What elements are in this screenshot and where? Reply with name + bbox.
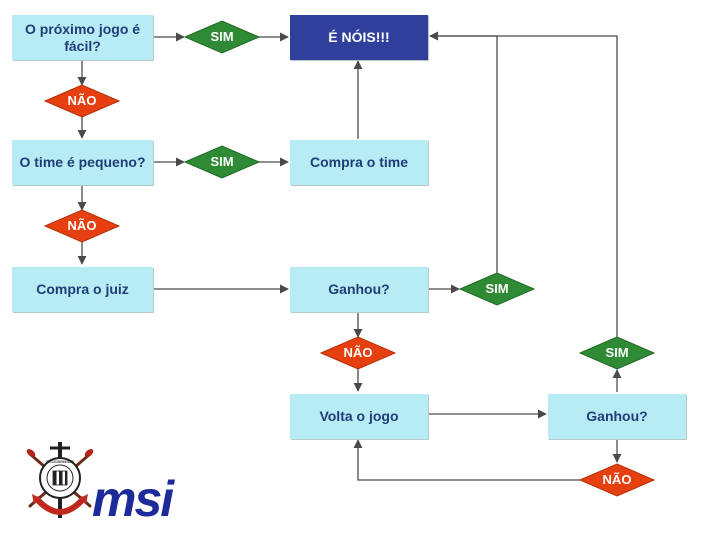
decision-label: SIM (605, 345, 628, 360)
decision-nao-1: NÃO (43, 84, 121, 118)
edge-nao-loop-to-volta-jogo (353, 439, 582, 481)
edge-sim-to-enois-return-2 (430, 35, 618, 337)
decision-nao-4: NÃO (578, 463, 656, 497)
node-time-pequeno: O time é pequeno? (12, 140, 153, 185)
decision-label: NÃO (603, 472, 632, 487)
decision-sim-1: SIM (183, 20, 261, 54)
msi-wordmark: msi (92, 471, 175, 526)
decision-sim-4: SIM (578, 336, 656, 370)
crest-icon: SPORT CLUB CORINTHIANS PAULISTA (39, 457, 81, 499)
decision-label: SIM (210, 154, 233, 169)
corinthians-msi-logo: SPORT CLUB CORINTHIANS PAULISTA msi (26, 442, 178, 526)
edge-sim-to-enois-return (429, 31, 498, 273)
decision-sim-3: SIM (458, 272, 536, 306)
decision-nao-3: NÃO (319, 336, 397, 370)
decision-label: SIM (485, 281, 508, 296)
node-proximo-jogo-facil: O próximo jogo é fácil? (12, 15, 153, 60)
decision-label: NÃO (344, 345, 373, 360)
node-compra-o-juiz: Compra o juiz (12, 267, 153, 312)
node-compra-o-time: Compra o time (290, 140, 428, 185)
node-ganhou-2: Ganhou? (548, 394, 686, 439)
node-ganhou-1: Ganhou? (290, 267, 428, 312)
node-e-nois: É NÓIS!!! (290, 15, 428, 60)
decision-sim-2: SIM (183, 145, 261, 179)
decision-label: NÃO (68, 93, 97, 108)
crest-text: SPORT CLUB CORINTHIANS PAULISTA (46, 460, 74, 464)
decision-label: SIM (210, 29, 233, 44)
decision-nao-2: NÃO (43, 209, 121, 243)
node-volta-o-jogo: Volta o jogo (290, 394, 428, 439)
decision-label: NÃO (68, 218, 97, 233)
